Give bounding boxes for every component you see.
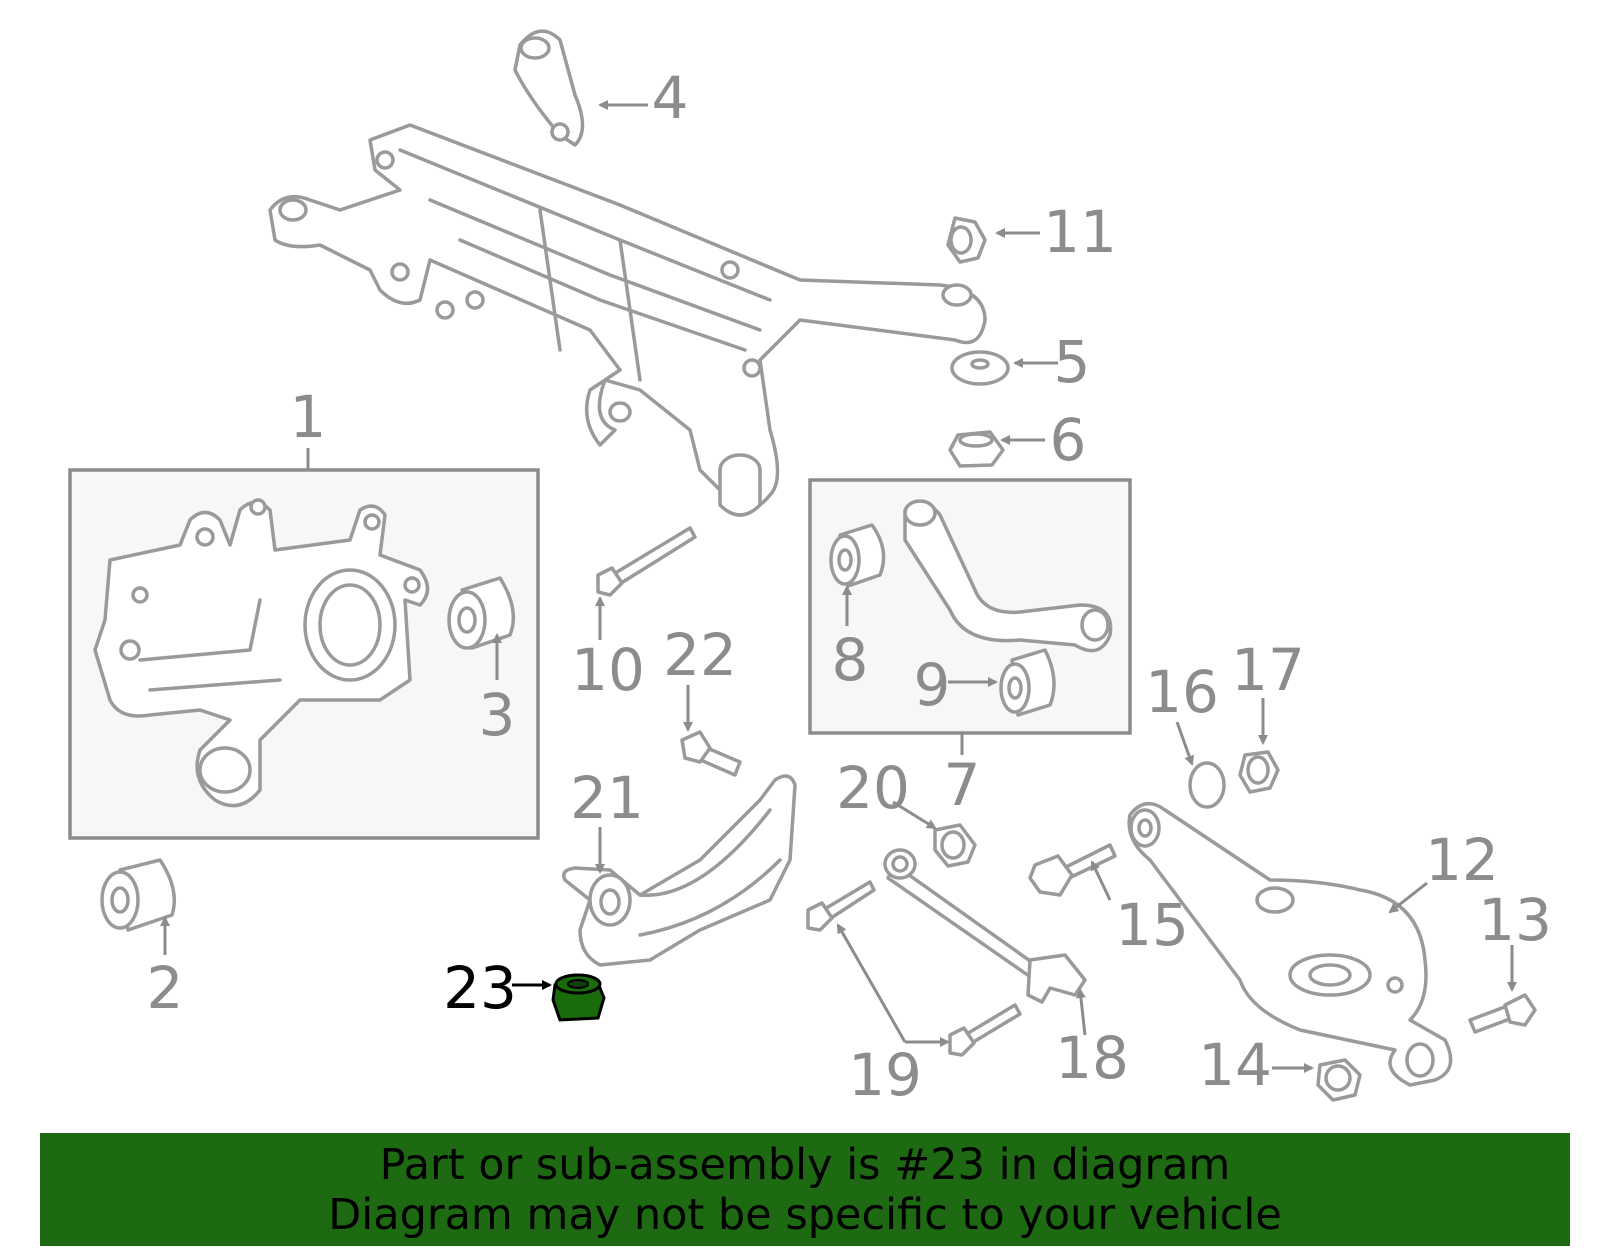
bolt-22-drawing	[680, 730, 742, 777]
callout-5: 5	[1054, 328, 1091, 396]
callout-16: 16	[1145, 658, 1219, 726]
bolt-10-drawing	[596, 526, 697, 597]
lower-arm-12-drawing	[1127, 801, 1453, 1087]
callout-13: 13	[1478, 886, 1552, 954]
link-21-drawing	[562, 774, 797, 967]
callout-21: 21	[570, 764, 644, 832]
nut-6-drawing	[948, 430, 1005, 468]
callout-18: 18	[1055, 1024, 1129, 1092]
nut-14-drawing	[1316, 1058, 1362, 1102]
callout-12: 12	[1425, 826, 1499, 894]
knuckle-drawing	[93, 498, 430, 808]
info-banner: Part or sub-assembly is #23 in diagram D…	[40, 1133, 1570, 1246]
callout-14: 14	[1198, 1031, 1272, 1099]
washer-5-drawing	[950, 350, 1010, 386]
callout-20: 20	[836, 754, 910, 822]
nut-17-drawing	[1238, 750, 1280, 794]
callout-23-highlighted: 23	[443, 954, 517, 1022]
nut-23-highlighted	[551, 973, 606, 1022]
callout-4: 4	[652, 64, 689, 132]
nut-20-drawing	[933, 823, 977, 868]
callout-3: 3	[479, 681, 516, 749]
callout-15: 15	[1115, 891, 1189, 959]
bushing-3-drawing	[447, 576, 516, 650]
callout-22: 22	[663, 621, 737, 689]
callout-10: 10	[571, 636, 645, 704]
bushing-2-drawing	[100, 858, 176, 932]
callout-7: 7	[944, 751, 981, 819]
leader-lines	[160, 100, 1517, 1073]
link-18-drawing	[806, 848, 1087, 1057]
banner-line-1: Part or sub-assembly is #23 in diagram	[379, 1139, 1231, 1190]
callout-1: 1	[290, 383, 327, 451]
upper-arm-drawing	[829, 499, 1113, 717]
callout-17: 17	[1231, 636, 1305, 704]
bolt-13-drawing	[1468, 993, 1537, 1034]
callout-11: 11	[1043, 198, 1117, 266]
banner-line-2: Diagram may not be specific to your vehi…	[328, 1189, 1282, 1240]
nut-11-drawing	[946, 216, 987, 264]
callout-2: 2	[147, 954, 184, 1022]
washer-16-drawing	[1188, 761, 1226, 809]
callout-6: 6	[1050, 406, 1087, 474]
callout-9: 9	[914, 651, 951, 719]
callout-8: 8	[832, 626, 869, 694]
callout-19: 19	[848, 1041, 922, 1109]
bolt-15-drawing	[1028, 843, 1117, 897]
subframe-drawing	[268, 29, 987, 517]
callout-labels: 1 2 3 4 5 6 7 8 9 10 11 12 13 14 15 16 1…	[147, 64, 1552, 1109]
